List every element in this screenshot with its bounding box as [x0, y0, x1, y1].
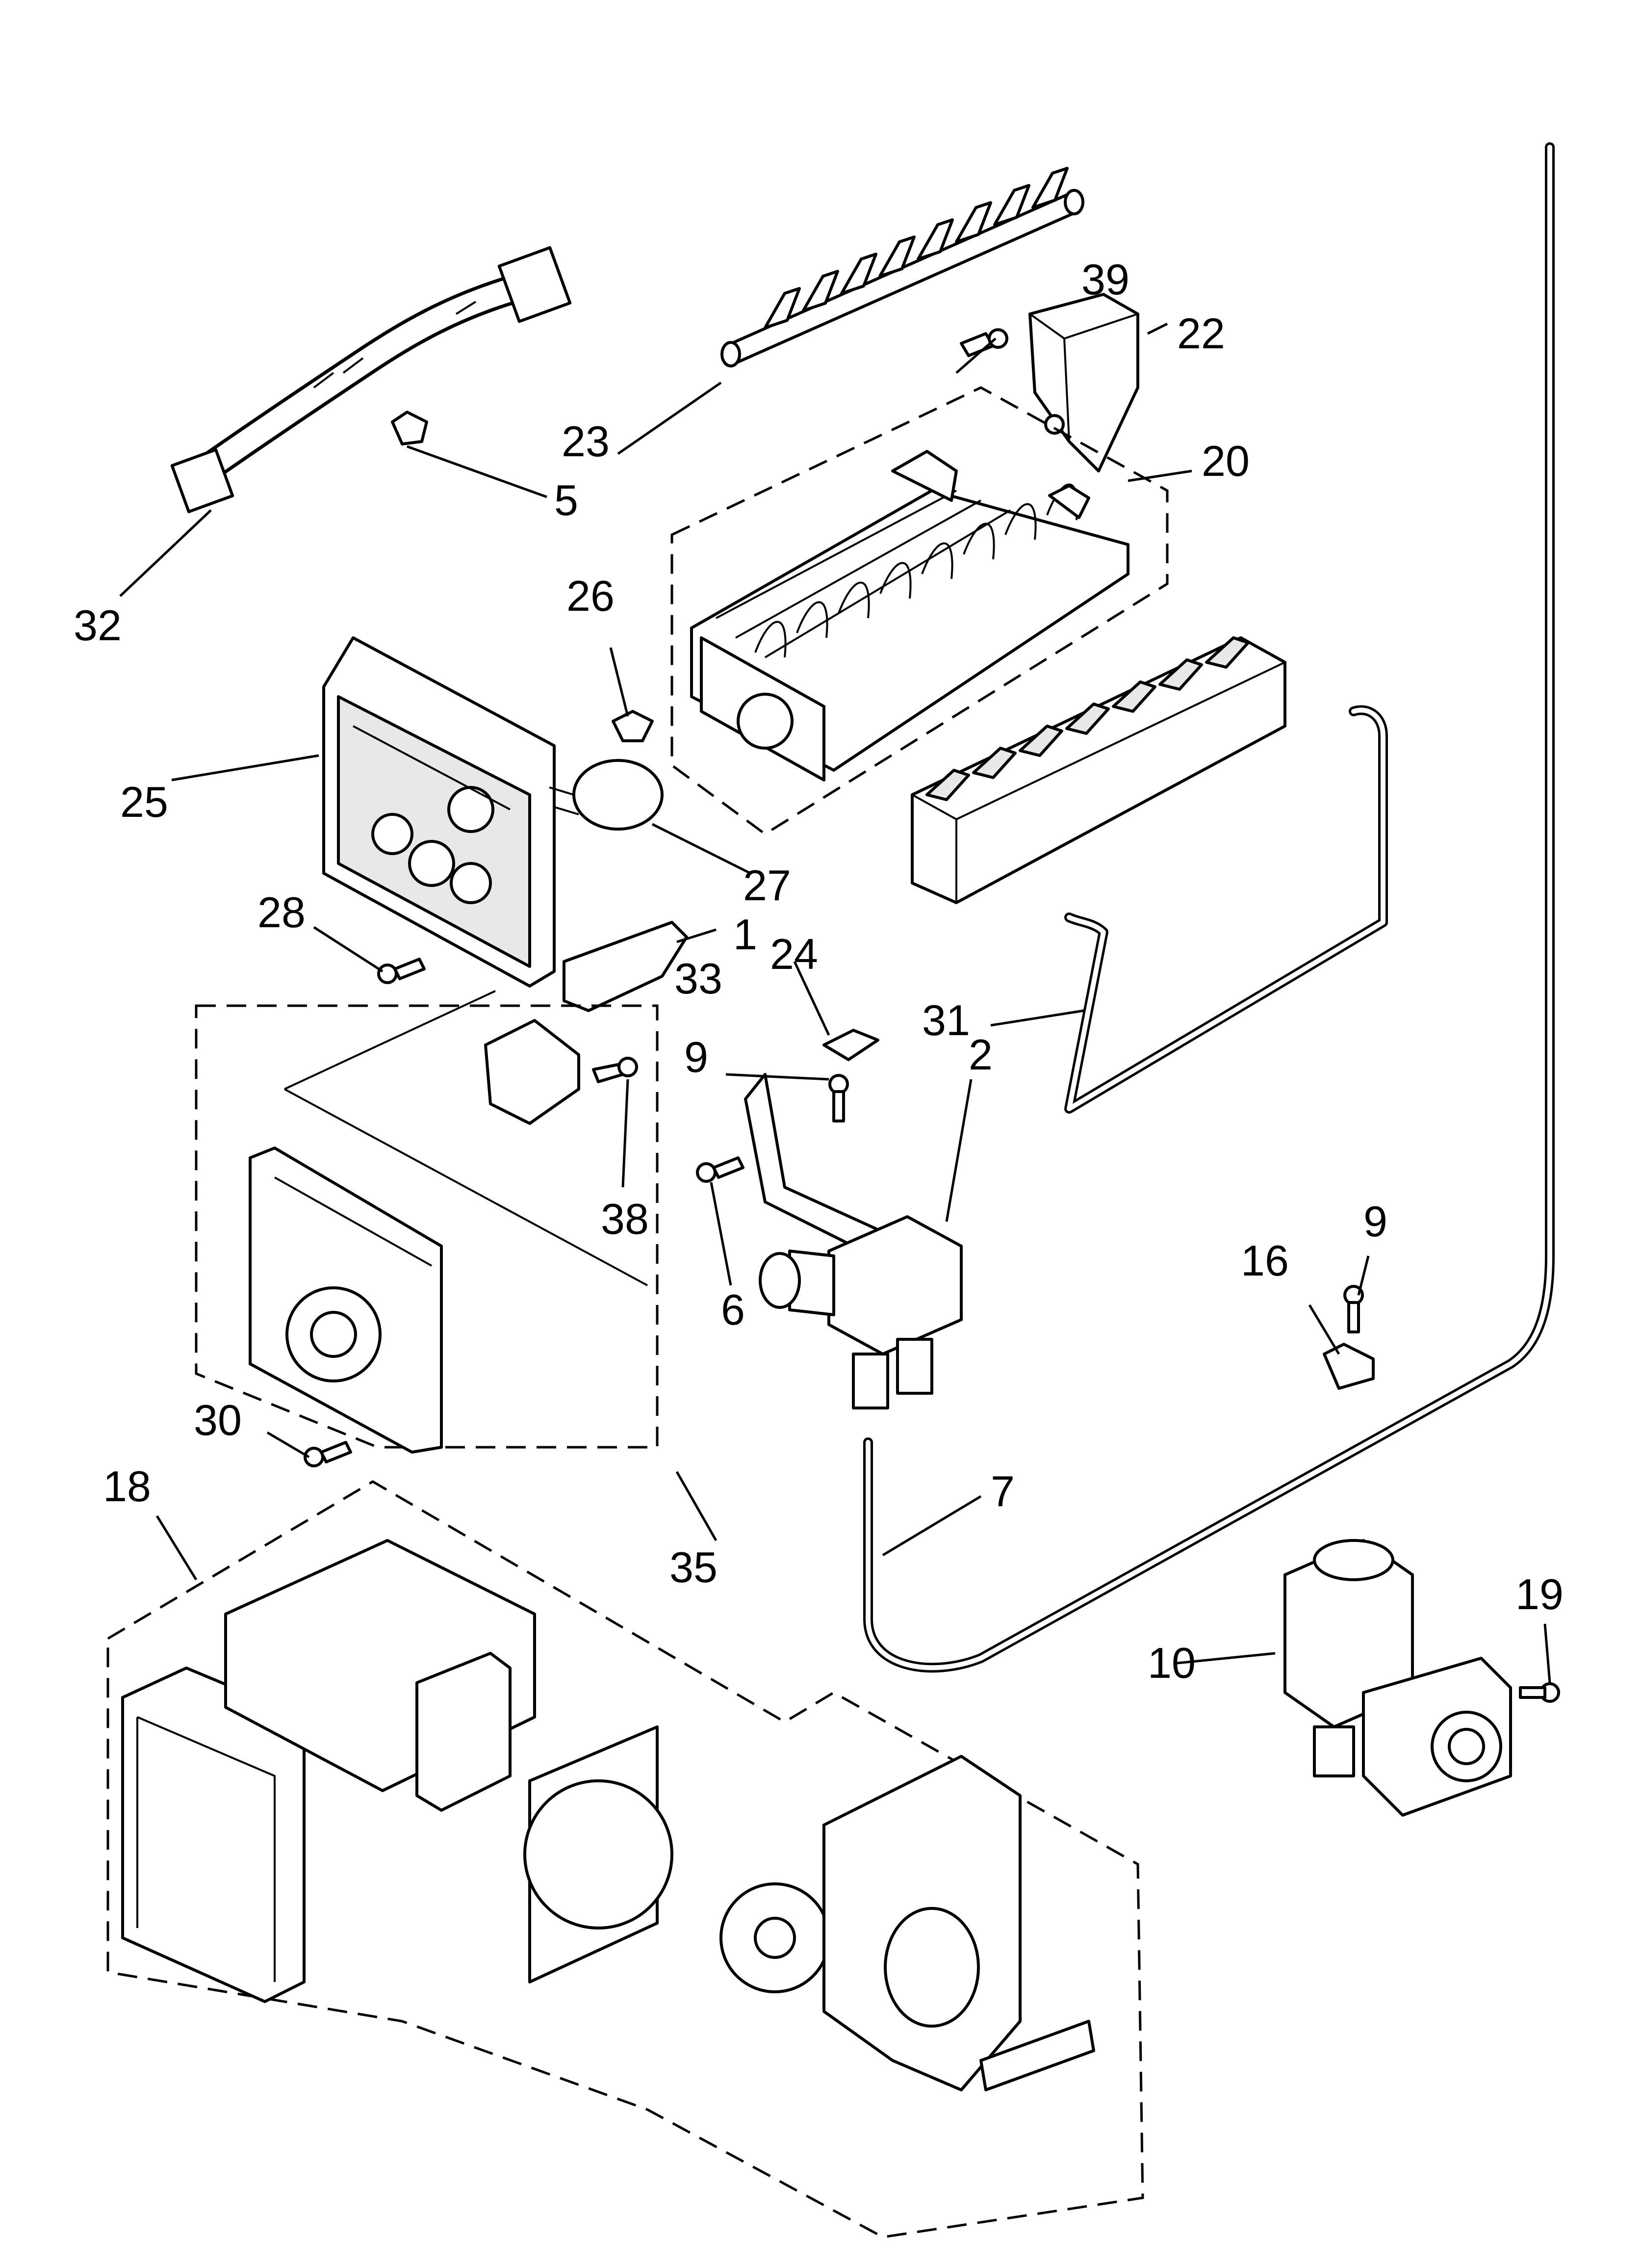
blades-segment — [840, 253, 877, 295]
blades-segment — [1031, 167, 1069, 209]
callout-39: 39 — [1081, 255, 1129, 304]
callout-24: 24 — [770, 930, 818, 978]
blades-segment — [955, 201, 992, 243]
part-motor — [484, 1019, 638, 1125]
callout-5: 5 — [554, 476, 578, 524]
fingers-segment — [1019, 725, 1063, 757]
callout-28: 28 — [257, 888, 306, 937]
callout-25: 25 — [120, 778, 168, 826]
part-water-valve — [744, 1073, 963, 1409]
callout-19: 19 — [1515, 1570, 1564, 1618]
fingers-segment — [1065, 703, 1110, 735]
fingers-segment — [1112, 680, 1156, 713]
callout-27: 27 — [743, 861, 791, 910]
part-water-tube — [863, 142, 1555, 1673]
part-bracket-1 — [563, 921, 688, 1012]
blades-segment — [802, 270, 839, 312]
callout-7: 7 — [991, 1467, 1015, 1515]
callout-32: 32 — [74, 601, 122, 650]
ribs-segment — [963, 522, 995, 560]
callout-2: 2 — [969, 1030, 993, 1079]
blades-segment — [764, 287, 801, 329]
part-control-module-kit — [195, 990, 659, 1454]
callout-23: 23 — [562, 417, 610, 466]
fingers-segment — [1158, 658, 1203, 691]
callout-16: 16 — [1241, 1236, 1289, 1285]
part-bracket-33 — [822, 1029, 879, 1061]
part-wire-harness — [170, 246, 572, 514]
part-clip-26 — [612, 710, 654, 742]
part-screw-6 — [696, 1156, 744, 1183]
part-ejector-shaft — [720, 167, 1084, 367]
callout-labels: 1 2 5 6 7 9 9 10 16 18 19 20 22 23 24 25… — [74, 255, 1564, 1687]
blades-segment — [993, 184, 1030, 226]
part-ice-mold — [670, 386, 1169, 836]
callout-6: 6 — [721, 1285, 745, 1334]
callout-26: 26 — [566, 572, 615, 620]
ribs-segment — [921, 542, 953, 579]
callout-20: 20 — [1202, 437, 1250, 485]
callout-10: 10 — [1148, 1639, 1196, 1687]
part-screw-30 — [304, 1441, 352, 1467]
fingers-segment — [1205, 636, 1250, 669]
fingers-segment — [972, 747, 1017, 779]
part-harness-clip — [391, 411, 428, 445]
ribs-segment — [879, 562, 912, 599]
callout-22: 22 — [1177, 309, 1225, 358]
part-thermostat — [549, 759, 664, 831]
part-fan-assembly — [106, 1480, 1144, 2239]
part-screw-39 — [960, 328, 1008, 357]
callout-33: 33 — [674, 954, 722, 1003]
fingers-segment — [925, 769, 970, 801]
ribs-segment — [754, 621, 787, 658]
part-inlet-valve — [1283, 1539, 1512, 1817]
callout-1: 1 — [733, 910, 757, 959]
part-tube-clamp — [1323, 1343, 1375, 1390]
part-fill-tube — [1064, 705, 1388, 1114]
callout-35: 35 — [669, 1543, 718, 1591]
leader-lines — [119, 322, 1551, 1683]
part-ice-stripper — [911, 636, 1286, 904]
callout-18: 18 — [103, 1462, 151, 1511]
part-screw-9b — [1343, 1285, 1364, 1333]
ribs-segment — [796, 601, 828, 638]
callout-9b: 9 — [1363, 1197, 1387, 1246]
blades-segment — [878, 235, 916, 278]
part-screw-28 — [377, 958, 426, 984]
callout-9a: 9 — [684, 1033, 708, 1081]
part-fill-cup — [1028, 293, 1139, 472]
blades-segment — [917, 218, 954, 261]
callout-31: 31 — [922, 996, 970, 1044]
callout-38: 38 — [601, 1195, 649, 1243]
ribs-segment — [838, 581, 870, 619]
part-module-housing — [322, 636, 556, 988]
ribs-segment — [1004, 503, 1037, 540]
part-screw-9a — [828, 1074, 849, 1122]
callout-30: 30 — [194, 1396, 242, 1444]
part-screw-19 — [1519, 1682, 1560, 1703]
